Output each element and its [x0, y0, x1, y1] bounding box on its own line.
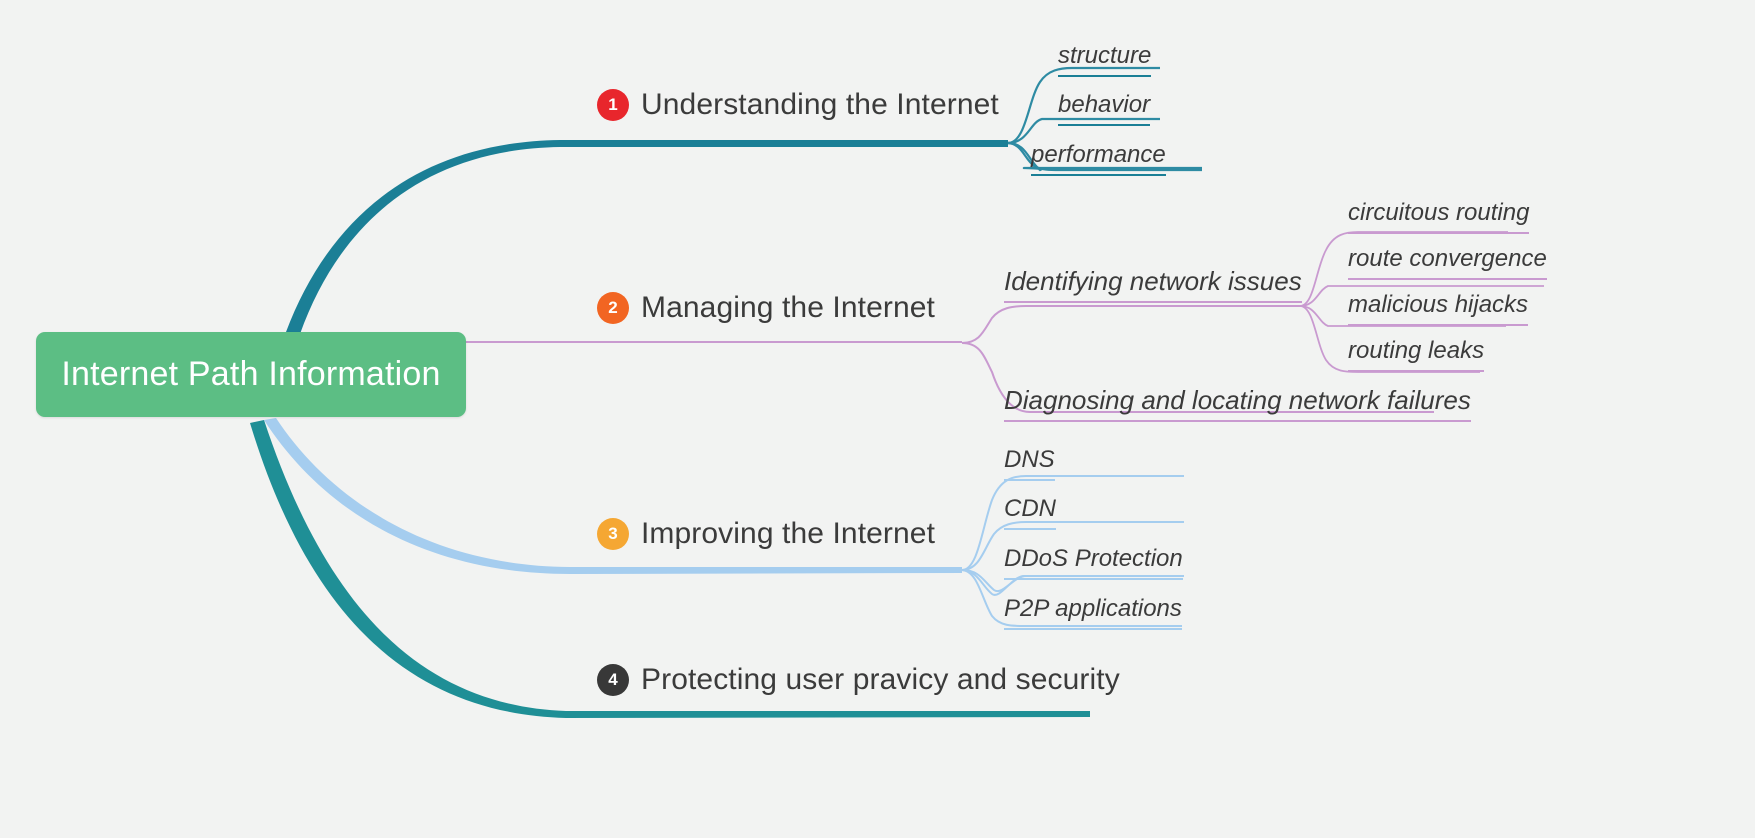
branch-node-4[interactable]: 4 Protecting user pravicy and security — [597, 663, 1120, 697]
branch-label-3: Improving the Internet — [641, 517, 936, 550]
branch-badge-2: 2 — [597, 292, 629, 324]
leaf-ddos-protection[interactable]: DDoS Protection — [1004, 547, 1183, 580]
branch-label-2: Managing the Internet — [641, 291, 935, 324]
leaf-behavior[interactable]: behavior — [1058, 93, 1151, 126]
branch-node-2[interactable]: 2 Managing the Internet — [597, 291, 935, 325]
branch-node-3[interactable]: 3 Improving the Internet — [597, 517, 935, 551]
leaf-cdn[interactable]: CDN — [1004, 497, 1056, 530]
leaf-circuitous-routing[interactable]: circuitous routing — [1348, 201, 1530, 234]
leaf-structure[interactable]: structure — [1058, 44, 1152, 77]
branch-badge-3: 3 — [597, 518, 629, 550]
branch-badge-1: 1 — [597, 89, 629, 121]
root-node-label: Internet Path Information — [61, 355, 441, 393]
leaf-diagnosing-network-failures[interactable]: Diagnosing and locating network failures — [1004, 387, 1471, 422]
branch-node-1[interactable]: 1 Understanding the Internet — [597, 88, 999, 122]
leaf-routing-leaks[interactable]: routing leaks — [1348, 339, 1485, 372]
leaf-identifying-network-issues[interactable]: Identifying network issues — [1004, 268, 1302, 303]
leaf-route-convergence[interactable]: route convergence — [1348, 247, 1547, 280]
branch-label-4: Protecting user pravicy and security — [641, 663, 1120, 696]
leaf-dns[interactable]: DNS — [1004, 448, 1055, 481]
leaf-p2p-applications[interactable]: P2P applications — [1004, 597, 1182, 630]
branch-label-1: Understanding the Internet — [641, 88, 999, 121]
leaf-performance[interactable]: performance — [1031, 143, 1166, 176]
root-node[interactable]: Internet Path Information — [36, 332, 466, 417]
branch-badge-4: 4 — [597, 664, 629, 696]
sub-edge-2-identifying — [961, 305, 1300, 344]
leaf-malicious-hijacks[interactable]: malicious hijacks — [1348, 293, 1529, 326]
